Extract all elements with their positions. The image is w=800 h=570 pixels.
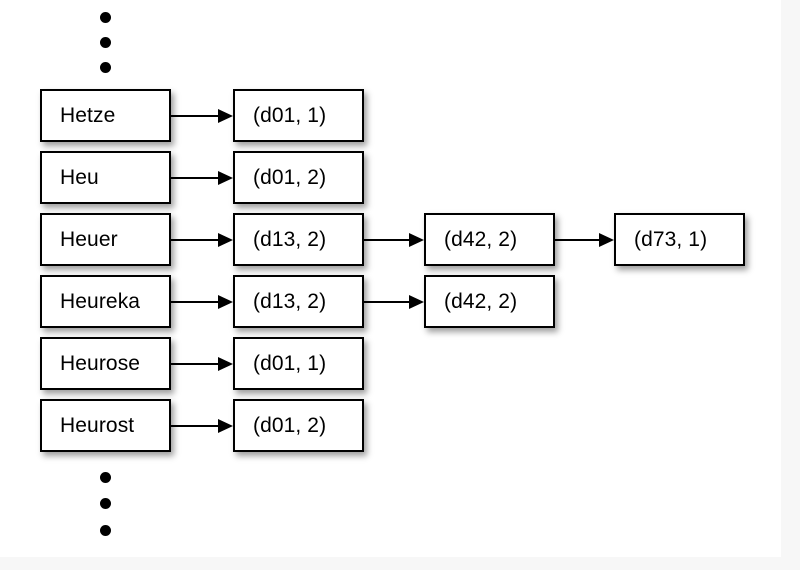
- posting-box[interactable]: (d42, 2): [424, 275, 555, 328]
- posting-label: (d01, 2): [253, 414, 327, 437]
- arrow-term-to-posting: [171, 109, 233, 123]
- posting-label: (d01, 2): [253, 166, 327, 189]
- posting-box[interactable]: (d42, 2): [424, 213, 555, 266]
- arrow-term-to-posting: [171, 171, 233, 185]
- term-box[interactable]: Heureka: [40, 275, 171, 328]
- posting-label: (d42, 2): [444, 290, 518, 313]
- posting-label: (d13, 2): [253, 228, 327, 251]
- arrow-term-to-posting: [171, 419, 233, 433]
- term-label: Hetze: [60, 104, 116, 127]
- diagram-canvas: Hetze (d01, 1) Heu (d01, 2) Heuer (d13, …: [40, 12, 745, 536]
- ellipsis-dot: [100, 62, 111, 73]
- arrow-posting-to-posting: [363, 295, 424, 309]
- arrow-posting-to-posting: [555, 233, 614, 247]
- term-box[interactable]: Heurost: [40, 399, 171, 452]
- arrow-posting-to-posting: [363, 233, 424, 247]
- ellipsis-dot: [100, 472, 111, 483]
- arrow-term-to-posting: [171, 295, 233, 309]
- ellipsis-dot: [100, 37, 111, 48]
- posting-box[interactable]: (d13, 2): [233, 213, 364, 266]
- posting-label: (d13, 2): [253, 290, 327, 313]
- posting-box[interactable]: (d01, 1): [233, 89, 364, 142]
- term-box[interactable]: Heurose: [40, 337, 171, 390]
- ellipsis-dot: [100, 498, 111, 509]
- posting-box[interactable]: (d73, 1): [614, 213, 745, 266]
- term-label: Heurost: [60, 414, 135, 437]
- posting-label: (d01, 1): [253, 104, 327, 127]
- term-box[interactable]: Heuer: [40, 213, 171, 266]
- posting-box[interactable]: (d01, 2): [233, 151, 364, 204]
- term-box[interactable]: Hetze: [40, 89, 171, 142]
- term-label: Heu: [60, 166, 99, 189]
- posting-label: (d42, 2): [444, 228, 518, 251]
- term-label: Heureka: [60, 290, 141, 313]
- ellipsis-dot: [100, 12, 111, 23]
- arrow-term-to-posting: [171, 357, 233, 371]
- posting-label: (d01, 1): [253, 352, 327, 375]
- posting-box[interactable]: (d13, 2): [233, 275, 364, 328]
- term-box[interactable]: Heu: [40, 151, 171, 204]
- posting-box[interactable]: (d01, 1): [233, 337, 364, 390]
- posting-box[interactable]: (d01, 2): [233, 399, 364, 452]
- term-label: Heuer: [60, 228, 118, 251]
- term-label: Heurose: [60, 352, 141, 375]
- ellipsis-dot: [100, 525, 111, 536]
- arrow-term-to-posting: [171, 233, 233, 247]
- posting-label: (d73, 1): [634, 228, 708, 251]
